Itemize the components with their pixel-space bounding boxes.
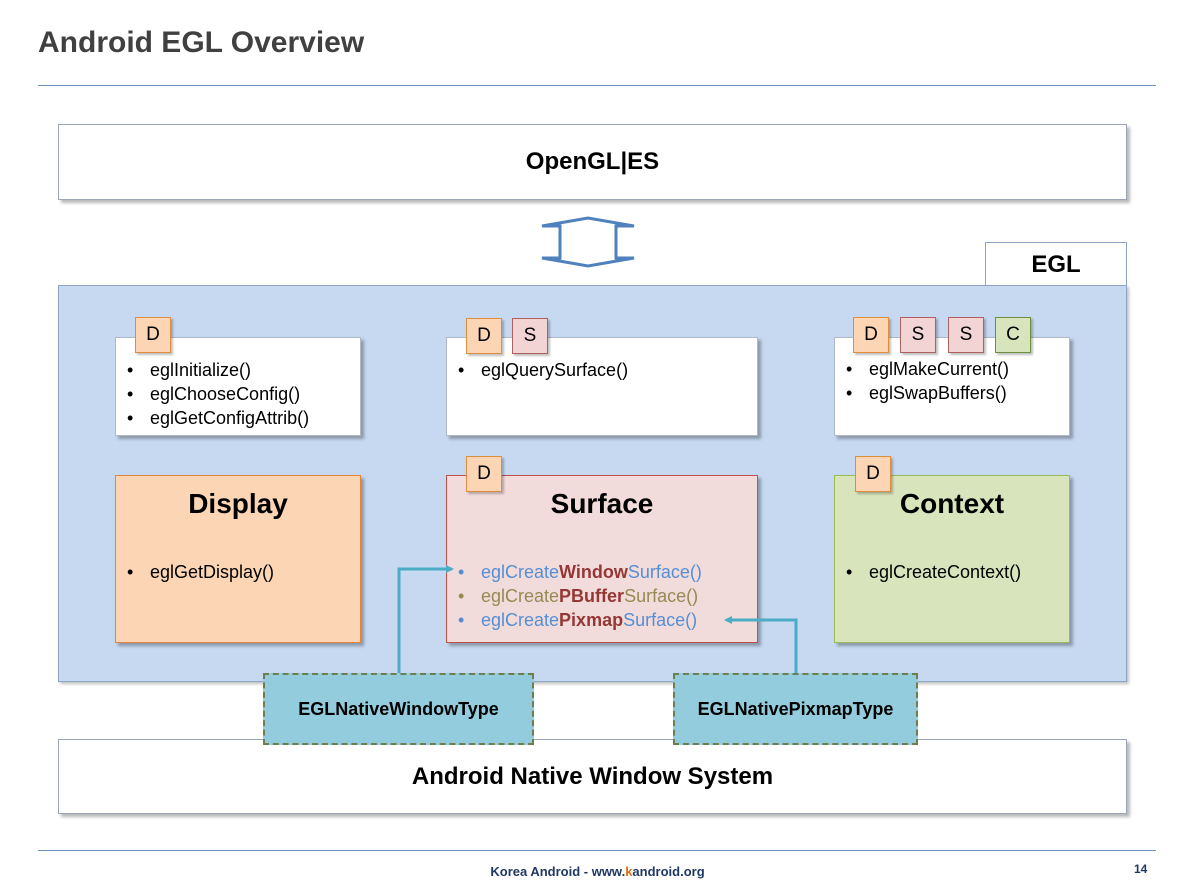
tag-display: D bbox=[466, 318, 502, 354]
egl-tab: EGL bbox=[985, 242, 1127, 286]
list-item: eglQuerySurface() bbox=[447, 358, 757, 382]
egl-native-window-type-box: EGLNativeWindowType bbox=[263, 673, 534, 745]
list-item: eglMakeCurrent() bbox=[835, 357, 1069, 381]
display-api-list: eglInitialize() eglChooseConfig() eglGet… bbox=[116, 338, 360, 430]
display-component: Display eglGetDisplay() bbox=[115, 475, 361, 643]
list-item: eglChooseConfig() bbox=[116, 382, 360, 406]
list-item: eglCreateWindowSurface() bbox=[447, 560, 702, 584]
list-item: eglCreatePBufferSurface() bbox=[447, 584, 702, 608]
tag-display: D bbox=[466, 456, 502, 492]
tag-display: D bbox=[853, 317, 889, 353]
tag-context: C bbox=[995, 317, 1031, 353]
opengl-es-box: OpenGL|ES bbox=[58, 124, 1127, 200]
surface-functions: eglCreateWindowSurface() eglCreatePBuffe… bbox=[447, 560, 702, 632]
double-arrow-icon bbox=[541, 216, 635, 268]
context-title: Context bbox=[899, 488, 1005, 519]
context-component: Context eglCreateContext() bbox=[834, 475, 1070, 643]
native-window-system-label: Android Native Window System bbox=[411, 762, 774, 790]
egl-native-pixmap-type-label: EGLNativePixmapType bbox=[697, 698, 894, 719]
tag-surface: S bbox=[948, 317, 984, 353]
tag-surface: S bbox=[900, 317, 936, 353]
page-number: 14 bbox=[1134, 862, 1148, 876]
list-item: eglCreatePixmapSurface() bbox=[447, 608, 702, 632]
list-item: eglInitialize() bbox=[116, 358, 360, 382]
footer-text: Korea Android - www.kandroid.org bbox=[490, 864, 705, 879]
surface-component: Surface eglCreateWindowSurface() eglCrea… bbox=[446, 475, 758, 643]
display-api-box: eglInitialize() eglChooseConfig() eglGet… bbox=[115, 337, 361, 436]
list-item: eglGetConfigAttrib() bbox=[116, 406, 360, 430]
opengl-es-label: OpenGL|ES bbox=[525, 148, 660, 175]
tag-surface: S bbox=[512, 318, 548, 354]
display-functions: eglGetDisplay() bbox=[116, 560, 274, 584]
footer-divider bbox=[38, 850, 1156, 851]
tag-display: D bbox=[135, 317, 171, 353]
native-window-system-box: Android Native Window System bbox=[58, 739, 1127, 814]
egl-label: EGL bbox=[1031, 250, 1081, 278]
context-functions: eglCreateContext() bbox=[835, 560, 1021, 584]
surface-title: Surface bbox=[550, 488, 654, 519]
display-title: Display bbox=[188, 488, 288, 519]
surface-api-list: eglQuerySurface() bbox=[447, 338, 757, 382]
context-api-box: eglMakeCurrent() eglSwapBuffers() bbox=[834, 337, 1070, 436]
context-api-list: eglMakeCurrent() eglSwapBuffers() bbox=[835, 338, 1069, 405]
list-item: eglCreateContext() bbox=[835, 560, 1021, 584]
egl-native-pixmap-type-box: EGLNativePixmapType bbox=[673, 673, 918, 745]
title-divider bbox=[38, 85, 1156, 86]
tag-display: D bbox=[855, 456, 891, 492]
list-item: eglSwapBuffers() bbox=[835, 381, 1069, 405]
list-item: eglGetDisplay() bbox=[116, 560, 274, 584]
page-title: Android EGL Overview bbox=[38, 26, 365, 59]
egl-native-window-type-label: EGLNativeWindowType bbox=[298, 698, 499, 719]
